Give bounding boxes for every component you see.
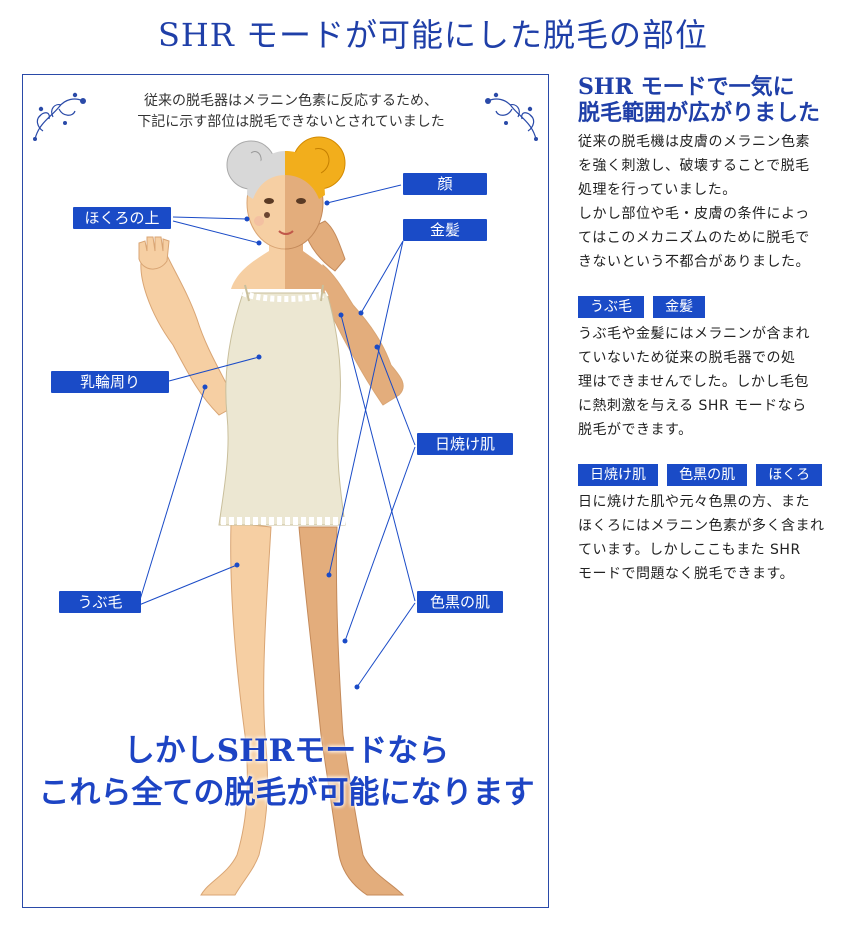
closing-message: しかしSHRモードなら これら全ての脱毛が可能になります (23, 730, 548, 814)
para2-line: ほくろにはメラニン色素が多く含まれ (578, 518, 825, 534)
camisole-dress (218, 284, 346, 526)
page-title: SHR モードが可能にした脱毛の部位 (157, 16, 709, 54)
panel-note-line-1: 従来の脱毛器はメラニン色素に反応するため、 (144, 93, 438, 109)
closing-line-1: しかしSHRモードなら (123, 733, 450, 769)
para1-line: 脱毛ができます。 (578, 422, 693, 438)
label-vellus: うぶ毛 (59, 591, 141, 613)
intro-line: てはこのメカニズムのために脱毛で (578, 230, 810, 246)
tag-tanned: 日焼け肌 (578, 464, 658, 486)
legs (200, 522, 405, 896)
intro-line: しかし部位や毛・皮膚の条件によっ (578, 206, 810, 222)
para2-line: ています。しかしここもまた SHR (578, 542, 801, 558)
tag-dark-skin: 色黒の肌 (667, 464, 748, 486)
label-mole: ほくろの上 (73, 207, 171, 229)
vellus-blonde-paragraph: うぶ毛や金髪にはメラニンが含まれ ていないため従来の脱毛器での処 理はできません… (578, 322, 850, 442)
para1-line: に熱刺激を与える SHR モードなら (578, 398, 807, 414)
para2-line: モードで問題なく脱毛できます。 (578, 566, 795, 582)
intro-line: 従来の脱毛機は皮膚のメラニン色素 (578, 134, 810, 150)
panel-note-line-2: 下記に示す部位は脱毛できないとされていました (137, 114, 445, 130)
arms (140, 250, 404, 416)
tag-group-2: 日焼け肌 色黒の肌 ほくろ (578, 464, 850, 486)
tanned-dark-mole-paragraph: 日に焼けた肌や元々色黒の方、また ほくろにはメラニン色素が多く含まれ ています。… (578, 490, 850, 586)
para1-line: 理はできませんでした。しかし毛包 (578, 374, 809, 390)
label-face: 顔 (403, 173, 487, 195)
tag-blonde: 金髪 (653, 296, 706, 318)
intro-line: を強く刺激し、破壊することで脱毛 (578, 158, 810, 174)
label-dark-skin: 色黒の肌 (417, 591, 503, 613)
para1-line: うぶ毛や金髪にはメラニンが含まれ (578, 326, 810, 342)
closing-line-2: これら全ての脱毛が可能になります (38, 775, 535, 811)
head (246, 151, 325, 250)
panel-note: 従来の脱毛器はメラニン色素に反応するため、 下記に示す部位は脱毛できないとされて… (111, 91, 471, 133)
right-hand (304, 220, 346, 272)
explanation-column: SHR モードで一気に 脱毛範囲が広がりました 従来の脱毛機は皮膚のメラニン色素… (578, 74, 850, 586)
tag-vellus: うぶ毛 (578, 296, 644, 318)
tag-mole: ほくろ (756, 464, 823, 486)
intro-line: 処理を行っていました。 (578, 182, 737, 198)
left-hand (138, 236, 170, 270)
body-diagram-panel: 従来の脱毛器はメラニン色素に反応するため、 下記に示す部位は脱毛できないとされて… (22, 74, 549, 908)
para1-line: ていないため従来の脱毛器での処 (578, 350, 796, 366)
floral-ornament-right-icon (485, 92, 538, 141)
explanation-heading: SHR モードで一気に 脱毛範囲が広がりました (578, 74, 850, 126)
heading-line-2: 脱毛範囲が広がりました (578, 100, 821, 126)
woman-figure-illustration (138, 136, 405, 896)
intro-line: きないという不都合がありました。 (578, 254, 810, 270)
label-areola: 乳輪周り (51, 371, 169, 393)
floral-ornament-left-icon (33, 92, 86, 141)
label-tanned: 日焼け肌 (417, 433, 513, 455)
label-blonde: 金髪 (403, 219, 487, 241)
para2-line: 日に焼けた肌や元々色黒の方、また (578, 494, 810, 510)
intro-paragraph: 従来の脱毛機は皮膚のメラニン色素 を強く刺激し、破壊することで脱毛 処理を行って… (578, 130, 850, 274)
tag-group-1: うぶ毛 金髪 (578, 296, 850, 318)
heading-line-1: SHR モードで一気に (578, 74, 795, 100)
leader-lines (138, 184, 416, 690)
